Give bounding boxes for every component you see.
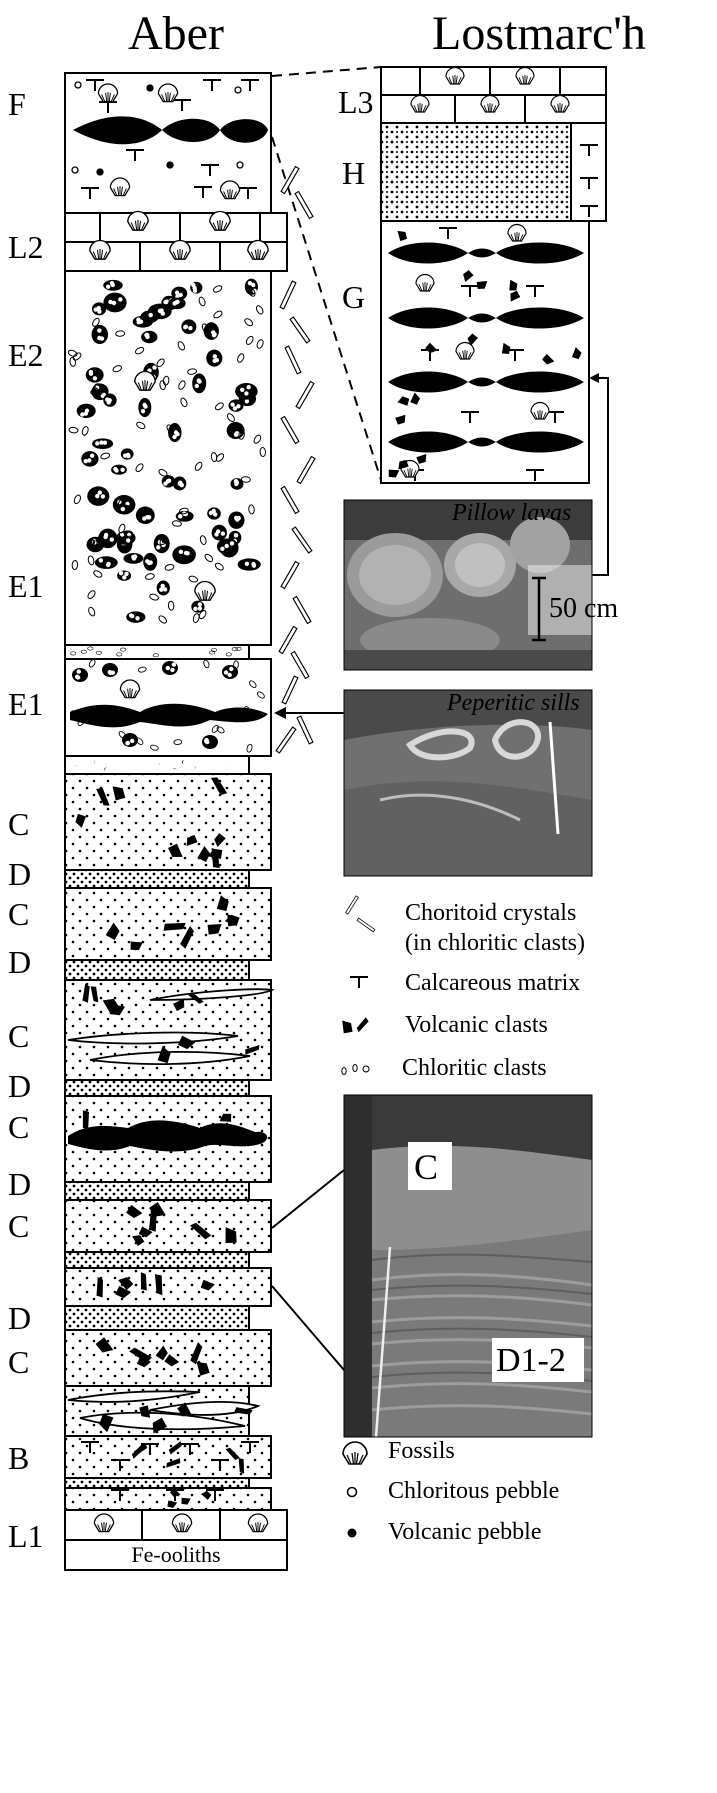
scale-bar-label: 50 cm xyxy=(549,593,618,625)
outcrop-label-c: C xyxy=(414,1146,438,1188)
unit-b-label: B xyxy=(8,1442,29,1474)
unit-e1-upper-label: E1 xyxy=(8,570,44,602)
unit-h-label: H xyxy=(342,157,365,189)
legend-chloritic-clasts-text: Chloritic clasts xyxy=(402,1055,547,1083)
unit-c-label: C xyxy=(8,898,29,930)
unit-f-label: F xyxy=(8,88,26,120)
unit-l3-label: L3 xyxy=(338,86,374,118)
unit-d-label: D xyxy=(8,858,31,890)
legend-choritoid-subtext: (in chloritic clasts) xyxy=(405,930,585,958)
unit-d-label: D xyxy=(8,946,31,978)
outcrop-label-d12: D1-2 xyxy=(496,1342,566,1380)
unit-c-label: C xyxy=(8,1346,29,1378)
aber-column xyxy=(65,73,287,1570)
legend-calcareous-text: Calcareous matrix xyxy=(405,970,580,998)
outcrop-photo xyxy=(344,1095,592,1437)
unit-c-label: C xyxy=(8,1210,29,1242)
unit-e2-label: E2 xyxy=(8,339,44,371)
peperitic-sills-caption: Peperitic sills xyxy=(447,690,580,717)
peperitic-sills-photo xyxy=(344,690,592,876)
unit-c-label: C xyxy=(8,1111,29,1143)
unit-c-label: C xyxy=(8,1020,29,1052)
unit-g-label: G xyxy=(342,281,365,313)
unit-l2-label: L2 xyxy=(8,231,44,263)
unit-d-label: D xyxy=(8,1302,31,1334)
legend-chloritous-pebble-text: Chloritous pebble xyxy=(388,1478,559,1506)
legend-fossils-text: Fossils xyxy=(388,1438,455,1466)
legend-volcanic-clasts-text: Volcanic clasts xyxy=(405,1012,548,1040)
legend-volcanic-pebble-text: Volcanic pebble xyxy=(388,1519,542,1547)
unit-d-label: D xyxy=(8,1070,31,1102)
legend-choritoid-text: Choritoid crystals xyxy=(405,900,576,928)
lostmarch-column xyxy=(381,67,606,483)
unit-l1-label: L1 xyxy=(8,1520,44,1552)
unit-c-label: C xyxy=(8,808,29,840)
unit-d-label: D xyxy=(8,1168,31,1200)
fe-ooliths-label: Fe-ooliths xyxy=(65,1540,287,1570)
pillow-lavas-caption: Pillow lavas xyxy=(452,500,571,527)
unit-e1-lower-label: E1 xyxy=(8,688,44,720)
